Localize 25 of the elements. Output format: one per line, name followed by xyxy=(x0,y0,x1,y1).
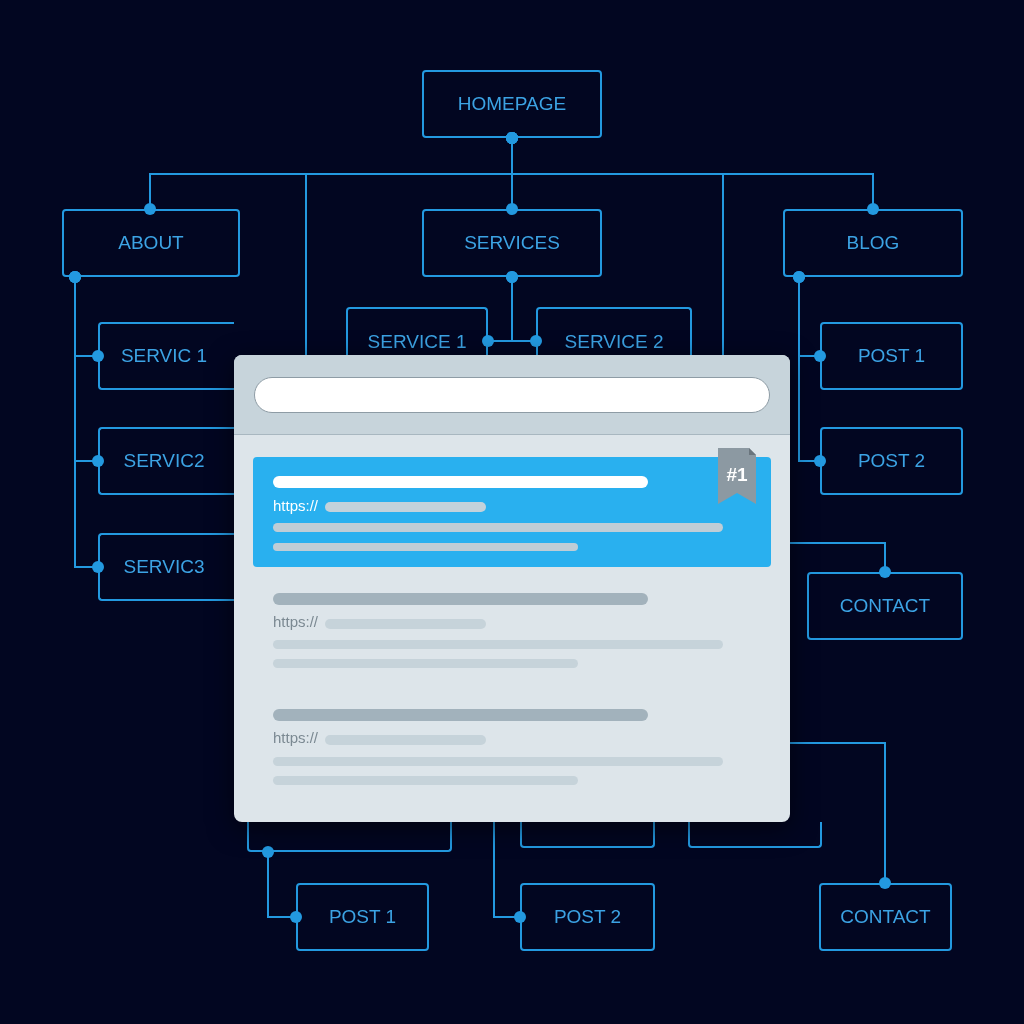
page-box: HOMEPAGE xyxy=(422,70,602,138)
connector-line xyxy=(506,132,724,356)
page-box: POST 2 xyxy=(520,883,655,951)
page-box: POST 1 xyxy=(820,322,963,390)
connector-line xyxy=(262,846,302,923)
page-box: POST 1 xyxy=(296,883,429,951)
page-box: CONTACT xyxy=(807,572,963,640)
url-text: https:// xyxy=(273,497,319,515)
page-box: POST 2 xyxy=(820,427,963,495)
browser-window xyxy=(234,355,790,822)
connector-line xyxy=(506,271,542,347)
connector-line xyxy=(69,271,104,573)
page-box: ABOUT xyxy=(62,209,240,277)
page-box: SERVIC 1 xyxy=(98,322,234,390)
search-result-card xyxy=(253,457,771,567)
url-text: https:// xyxy=(273,613,319,631)
url-text: https:// xyxy=(273,729,319,747)
page-box: CONTACT xyxy=(819,883,952,951)
page-box: BLOG xyxy=(783,209,963,277)
connector-line xyxy=(789,742,891,889)
connector-line xyxy=(493,821,526,923)
rank-ribbon: #1 xyxy=(718,448,756,504)
connector-line xyxy=(793,271,826,467)
page-box: SERVICES xyxy=(422,209,602,277)
connector-line xyxy=(789,542,891,578)
